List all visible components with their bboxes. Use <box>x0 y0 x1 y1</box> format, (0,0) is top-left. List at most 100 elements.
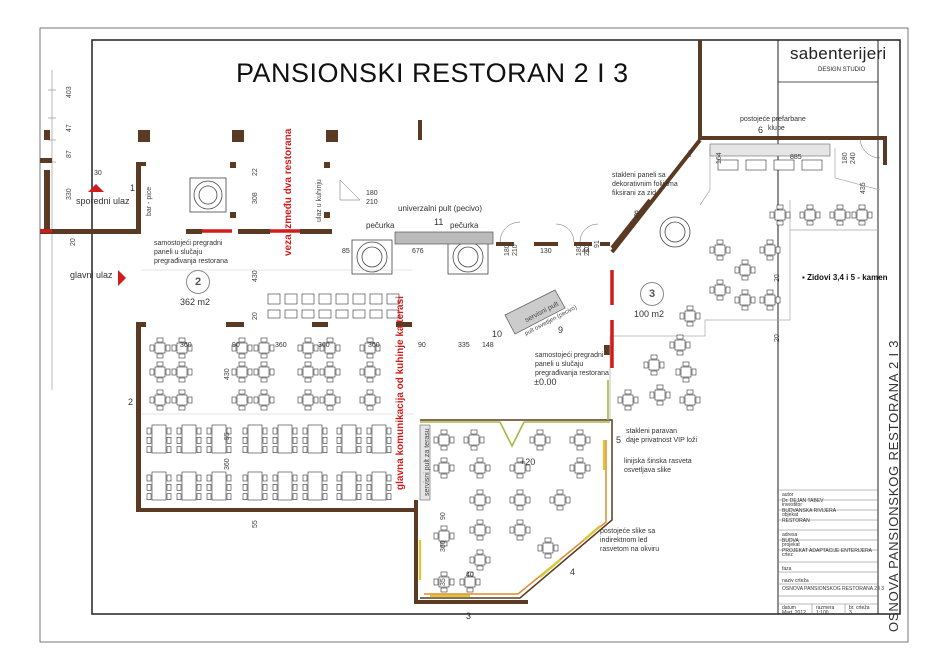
chair <box>769 211 775 219</box>
chair <box>336 484 342 491</box>
chair <box>476 549 484 555</box>
table <box>324 394 336 406</box>
chair <box>226 437 232 444</box>
note-lighting-a: linijska šinska rasveta <box>624 458 692 465</box>
chair <box>433 464 439 472</box>
long-table <box>277 471 293 501</box>
chair <box>178 405 186 411</box>
chair <box>253 344 259 352</box>
chair <box>336 437 342 444</box>
long-table <box>211 471 227 501</box>
chair <box>469 526 475 534</box>
table <box>364 394 376 406</box>
table <box>554 494 566 506</box>
chair <box>440 525 448 531</box>
label-main-entrance: glavni ulaz <box>70 270 113 280</box>
note-screen-b: daje privatnost VIP loži <box>626 437 698 444</box>
label-universal-counter: univerzalni pult (pecivo) <box>398 204 483 213</box>
chair <box>272 484 278 491</box>
chair <box>686 305 694 311</box>
table <box>154 366 166 378</box>
dim-180a: 180 <box>366 190 378 197</box>
chair <box>356 493 362 500</box>
dim-20d: 20 <box>774 274 781 282</box>
table <box>364 342 376 354</box>
chair <box>187 368 193 376</box>
room-number-3: 3 <box>640 282 664 306</box>
table <box>468 434 480 446</box>
note-partitions-2a: samostojeći pregradni <box>535 352 604 359</box>
chair <box>633 396 639 404</box>
bench-seat <box>369 293 383 305</box>
chair <box>178 353 186 359</box>
columns <box>138 130 338 218</box>
dim-335: 335 <box>458 342 470 349</box>
chair <box>449 578 455 586</box>
note-main-communication: glavna komunikacija od kuhinje ka terasi <box>395 296 406 490</box>
tb-address-label: adresa <box>782 532 798 538</box>
chair <box>624 405 632 411</box>
chair <box>269 368 275 376</box>
chair <box>656 384 664 390</box>
table <box>714 244 726 256</box>
chair <box>196 437 202 444</box>
chair <box>440 541 448 547</box>
chair <box>238 337 246 343</box>
chair <box>242 484 248 491</box>
table <box>324 342 336 354</box>
chair <box>440 429 448 435</box>
chair <box>196 493 202 500</box>
chair <box>509 496 515 504</box>
chair <box>260 389 268 395</box>
bench-seat <box>318 293 332 305</box>
chair <box>242 427 248 435</box>
chair <box>171 396 177 404</box>
chair <box>766 289 774 295</box>
dim-430b: 430 <box>224 368 231 380</box>
table <box>674 339 686 351</box>
chair <box>253 368 259 376</box>
chair <box>166 474 172 482</box>
chair <box>319 368 325 376</box>
chair <box>272 437 278 444</box>
chair <box>676 334 684 340</box>
table <box>324 366 336 378</box>
chair <box>304 405 312 411</box>
chair <box>292 446 298 453</box>
chair <box>366 361 374 367</box>
chair <box>238 377 246 383</box>
long-table <box>341 424 357 454</box>
chair <box>304 389 312 395</box>
tb-object: RESTORAN <box>782 518 810 524</box>
long-table <box>307 471 323 501</box>
dim-360b: 360 <box>275 342 287 349</box>
note-stone-walls: ▪ Zidovi 3,4 i 5 - kamen <box>802 273 888 282</box>
chair <box>322 474 328 482</box>
chair <box>525 496 531 504</box>
chair <box>650 370 658 376</box>
long-table <box>371 471 387 501</box>
dim-90b: 90 <box>418 342 426 349</box>
table <box>364 366 376 378</box>
sheet-border <box>39 27 909 643</box>
chair <box>238 389 246 395</box>
chair <box>858 204 866 210</box>
chair <box>242 446 248 453</box>
chair <box>206 474 212 482</box>
wall-9: 9 <box>558 325 564 335</box>
chair <box>272 427 278 435</box>
dim-403: 403 <box>66 86 73 98</box>
chair <box>386 437 392 444</box>
long-table <box>307 424 323 454</box>
chair <box>469 556 475 564</box>
chair <box>313 344 319 352</box>
table <box>154 394 166 406</box>
chair <box>242 437 248 444</box>
chair <box>231 368 237 376</box>
chair <box>178 389 186 395</box>
wall-1: 1 <box>130 183 136 193</box>
chair <box>536 445 544 451</box>
table <box>258 366 270 378</box>
dining-tables <box>146 159 873 593</box>
